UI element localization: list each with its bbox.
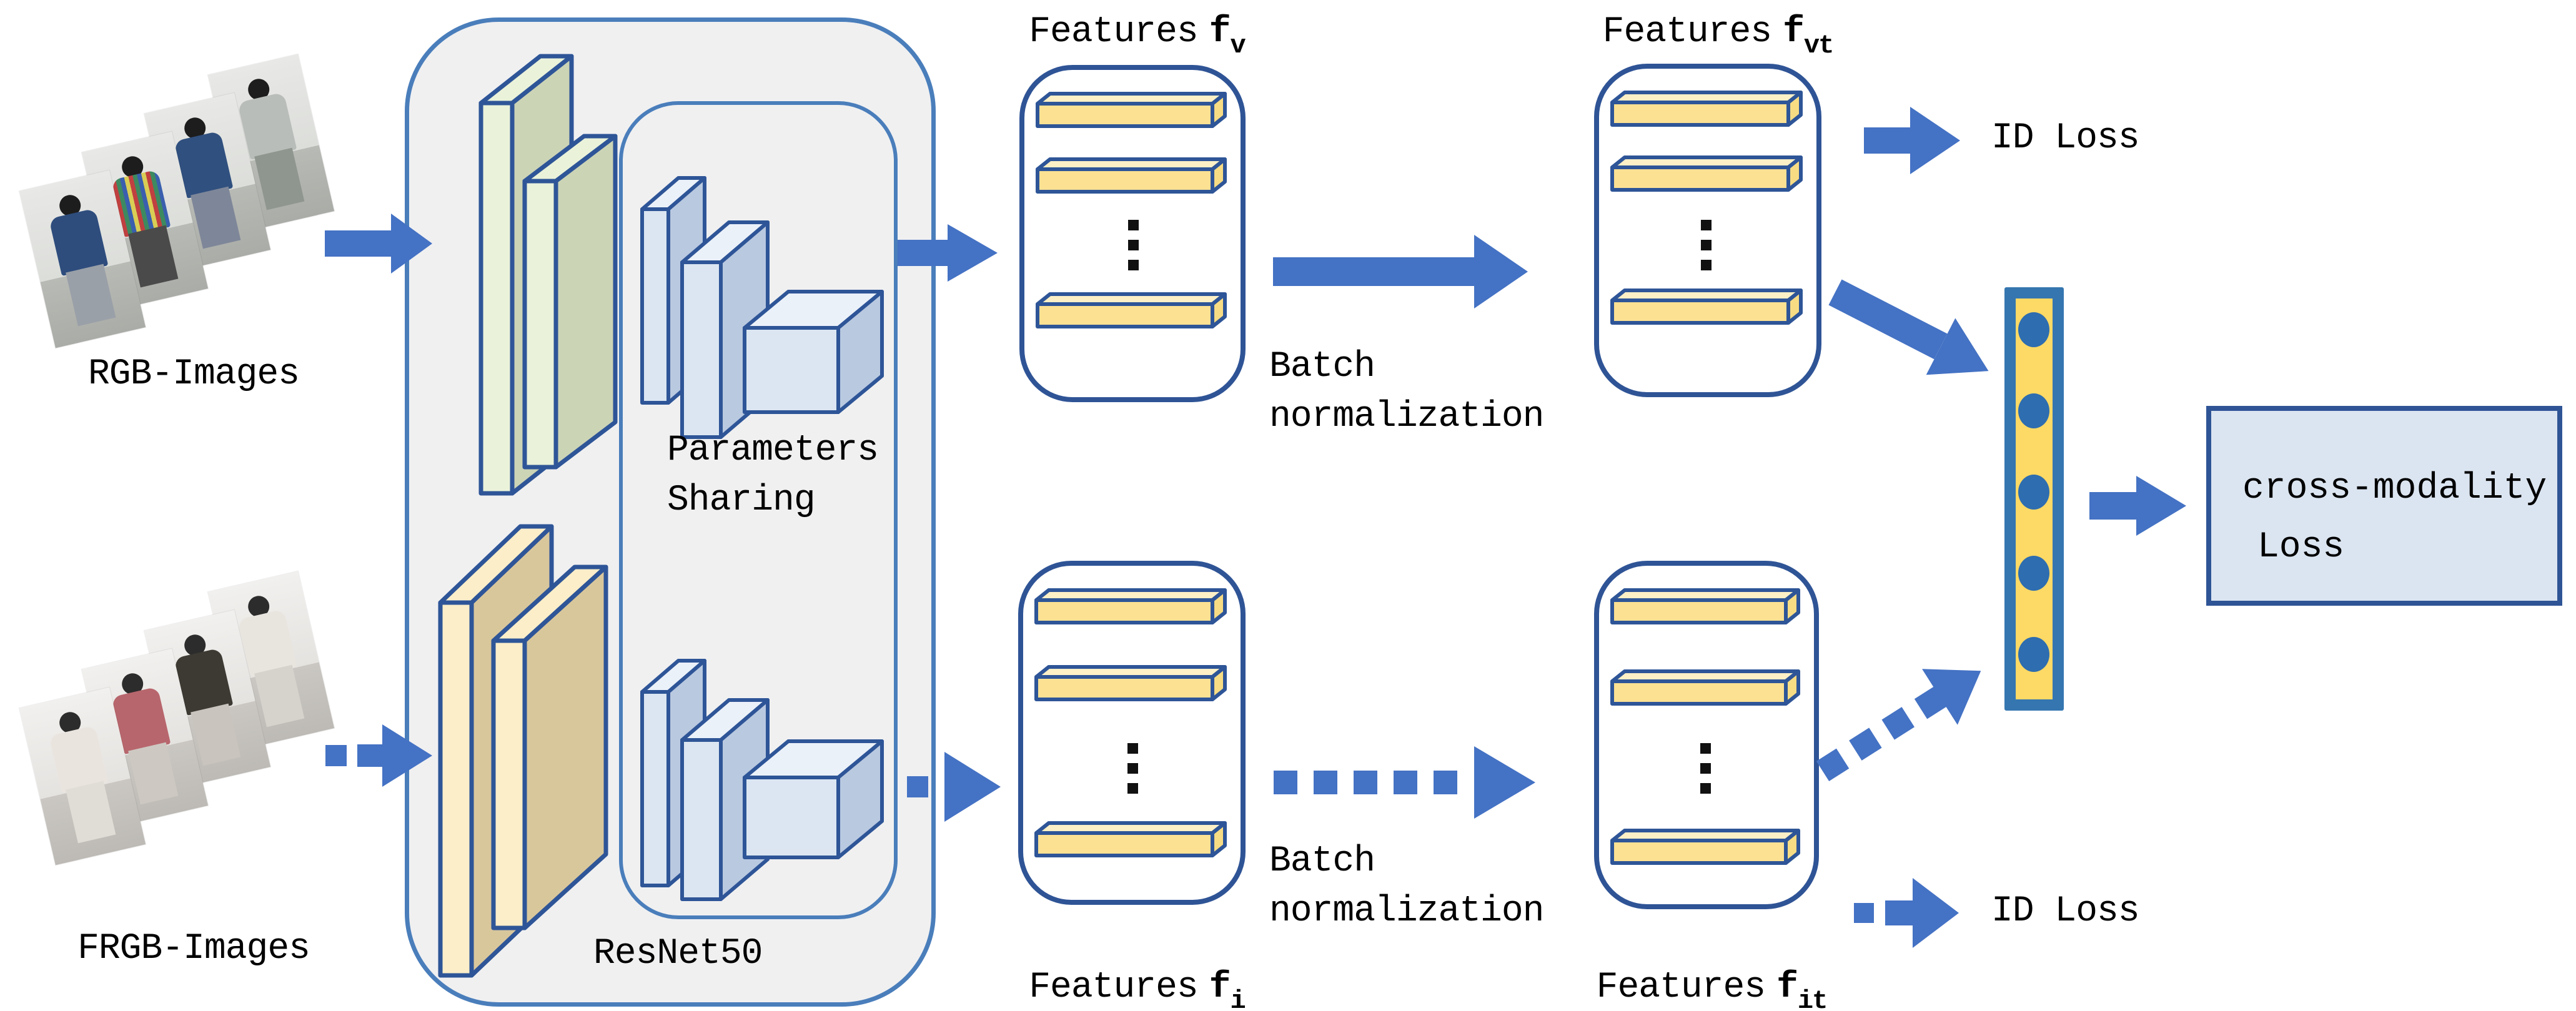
subscript-vt: vt	[1803, 31, 1834, 61]
id-loss-label-bottom: ID Loss	[1991, 891, 2140, 932]
embedding-dot	[2018, 312, 2049, 347]
frgb-images-label: FRGB-Images	[77, 929, 310, 969]
features-fv-title: Features fv	[1018, 7, 1256, 71]
cross-modality-loss-line1: cross-modality	[2242, 468, 2547, 509]
rgb-images-label: RGB-Images	[87, 354, 300, 395]
embedding-dot	[2018, 475, 2049, 510]
embedding-dot	[2018, 393, 2049, 428]
features-fvt-title: Features fvt	[1593, 7, 1843, 71]
features-fvt-box	[1594, 64, 1821, 397]
arrow-vector-to-loss	[2089, 476, 2186, 536]
person-legs	[191, 703, 241, 766]
arrow-batchnorm-top	[1273, 235, 1528, 308]
batch-normalization-label-bottom: Batch normalization	[1269, 837, 1544, 937]
f-symbol: f	[1209, 967, 1231, 1008]
features-prefix: Features	[1596, 967, 1766, 1008]
person-legs	[66, 781, 116, 844]
resnet50-label: ResNet50	[593, 934, 763, 974]
subscript-v: v	[1230, 31, 1246, 61]
features-prefix: Features	[1029, 12, 1198, 52]
arrow-fit-to-idloss	[1854, 878, 1959, 948]
f-symbol: f	[1209, 12, 1231, 52]
features-fi-box	[1018, 561, 1246, 905]
parameters-sharing-line1: Parameters	[667, 430, 879, 471]
features-prefix: Features	[1029, 967, 1198, 1008]
id-loss-label-top: ID Loss	[1991, 118, 2140, 159]
features-fv-box	[1019, 65, 1246, 402]
subscript-it: it	[1797, 986, 1828, 1011]
person-legs	[128, 225, 179, 288]
person-legs	[254, 664, 305, 727]
person-legs	[191, 186, 241, 249]
batch-line2: normalization	[1269, 397, 1544, 437]
batch-line1: Batch	[1269, 841, 1375, 882]
f-symbol: f	[1776, 967, 1798, 1008]
parameters-sharing-label: Parameters Sharing	[667, 426, 879, 526]
batch-line2: normalization	[1269, 891, 1544, 932]
embedding-dot	[2018, 637, 2049, 672]
embedding-dot	[2018, 556, 2049, 591]
person-legs	[254, 147, 305, 210]
batch-normalization-label-top: Batch normalization	[1269, 342, 1544, 442]
person-legs	[128, 742, 179, 805]
cross-modality-loss-line2: Loss	[2257, 527, 2345, 568]
f-symbol: f	[1783, 12, 1805, 52]
cross-modality-loss-box: cross-modality Loss	[2206, 406, 2562, 606]
batch-line1: Batch	[1269, 347, 1375, 387]
arrow-fvt-to-vector	[1828, 279, 1989, 375]
features-fi-title: Features fi	[1018, 963, 1256, 1011]
embedding-vector	[2004, 287, 2064, 711]
arrow-batchnorm-bottom	[1274, 746, 1535, 819]
arrow-fit-to-vector	[1816, 669, 1981, 782]
arrow-fvt-to-idloss	[1864, 107, 1960, 174]
parameters-sharing-container	[619, 101, 898, 919]
features-fit-box	[1594, 561, 1819, 909]
parameters-sharing-line2: Sharing	[667, 480, 816, 521]
subscript-i: i	[1230, 986, 1246, 1011]
person-legs	[66, 264, 116, 327]
features-prefix: Features	[1602, 12, 1772, 52]
